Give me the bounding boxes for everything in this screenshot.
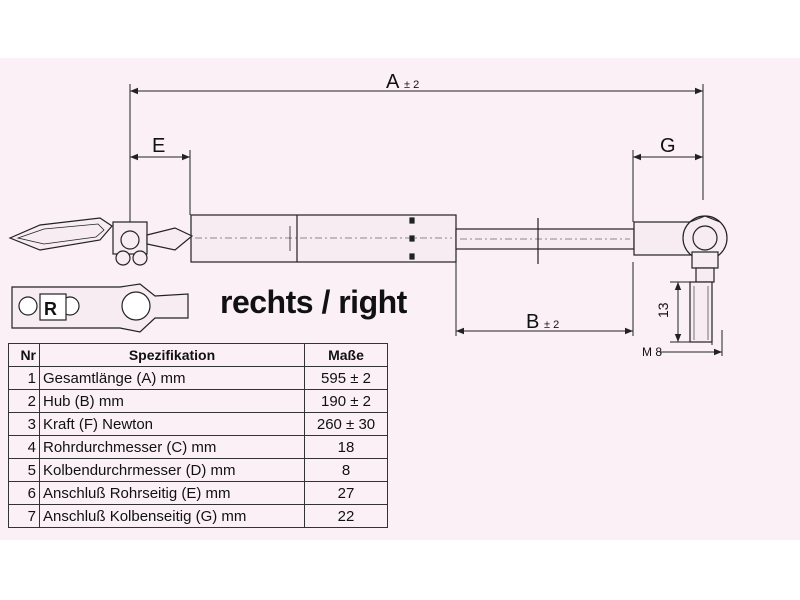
bracket-badge-letter: R xyxy=(44,299,57,319)
dim-label-g: G xyxy=(660,135,676,157)
tube-end-fitting xyxy=(8,217,194,266)
specification-table: Nr Spezifikation Maße 1 Gesamtlänge (A) … xyxy=(8,343,388,528)
dimension-lines xyxy=(130,87,722,356)
side-heading: rechts / right xyxy=(220,284,407,320)
cell-value: 27 xyxy=(304,481,388,505)
cell-value: 260 ± 30 xyxy=(304,412,388,436)
cell-spec: Rohrdurchmesser (C) mm xyxy=(39,435,305,459)
rod-end-fitting xyxy=(633,215,728,343)
cell-value: 190 ± 2 xyxy=(304,389,388,413)
cell-value: 22 xyxy=(304,504,388,528)
cell-value: 18 xyxy=(304,435,388,459)
table-row: 2 Hub (B) mm 190 ± 2 xyxy=(8,389,388,413)
cell-nr: 4 xyxy=(8,435,40,459)
cell-spec: Anschluß Kolbenseitig (G) mm xyxy=(39,504,305,528)
piston-rod xyxy=(455,218,635,264)
table-row: 7 Anschluß Kolbenseitig (G) mm 22 xyxy=(8,504,388,528)
cell-nr: 3 xyxy=(8,412,40,436)
dim-label-b: B xyxy=(526,311,539,333)
cell-spec: Hub (B) mm xyxy=(39,389,305,413)
table-row: 1 Gesamtlänge (A) mm 595 ± 2 xyxy=(8,366,388,390)
mounting-bracket-icon: R xyxy=(11,283,189,333)
dim-label-a: A xyxy=(386,71,400,93)
dim-label-thread: M 8 xyxy=(642,345,662,359)
cell-nr: 1 xyxy=(8,366,40,390)
dim-label-b-tol: ± 2 xyxy=(544,319,559,331)
cell-value: 8 xyxy=(304,458,388,482)
cell-value: 595 ± 2 xyxy=(304,366,388,390)
cell-spec: Gesamtlänge (A) mm xyxy=(39,366,305,390)
cell-nr: 5 xyxy=(8,458,40,482)
dim-label-thread-len: 13 xyxy=(655,302,671,318)
cell-spec: Kraft (F) Newton xyxy=(39,412,305,436)
table-row: 4 Rohrdurchmesser (C) mm 18 xyxy=(8,435,388,459)
cylinder-tube xyxy=(190,214,457,263)
header-value: Maße xyxy=(304,343,388,367)
header-spec: Spezifikation xyxy=(39,343,305,367)
table-header-row: Nr Spezifikation Maße xyxy=(8,343,388,367)
cell-nr: 6 xyxy=(8,481,40,505)
table-row: 6 Anschluß Rohrseitig (E) mm 27 xyxy=(8,481,388,505)
dim-label-e: E xyxy=(152,135,165,157)
dim-label-a-tol: ± 2 xyxy=(404,79,419,91)
table-row: 3 Kraft (F) Newton 260 ± 30 xyxy=(8,412,388,436)
cell-nr: 7 xyxy=(8,504,40,528)
table-row: 5 Kolbendurchrmesser (D) mm 8 xyxy=(8,458,388,482)
cell-nr: 2 xyxy=(8,389,40,413)
header-nr: Nr xyxy=(8,343,40,367)
cell-spec: Anschluß Rohrseitig (E) mm xyxy=(39,481,305,505)
cell-spec: Kolbendurchrmesser (D) mm xyxy=(39,458,305,482)
